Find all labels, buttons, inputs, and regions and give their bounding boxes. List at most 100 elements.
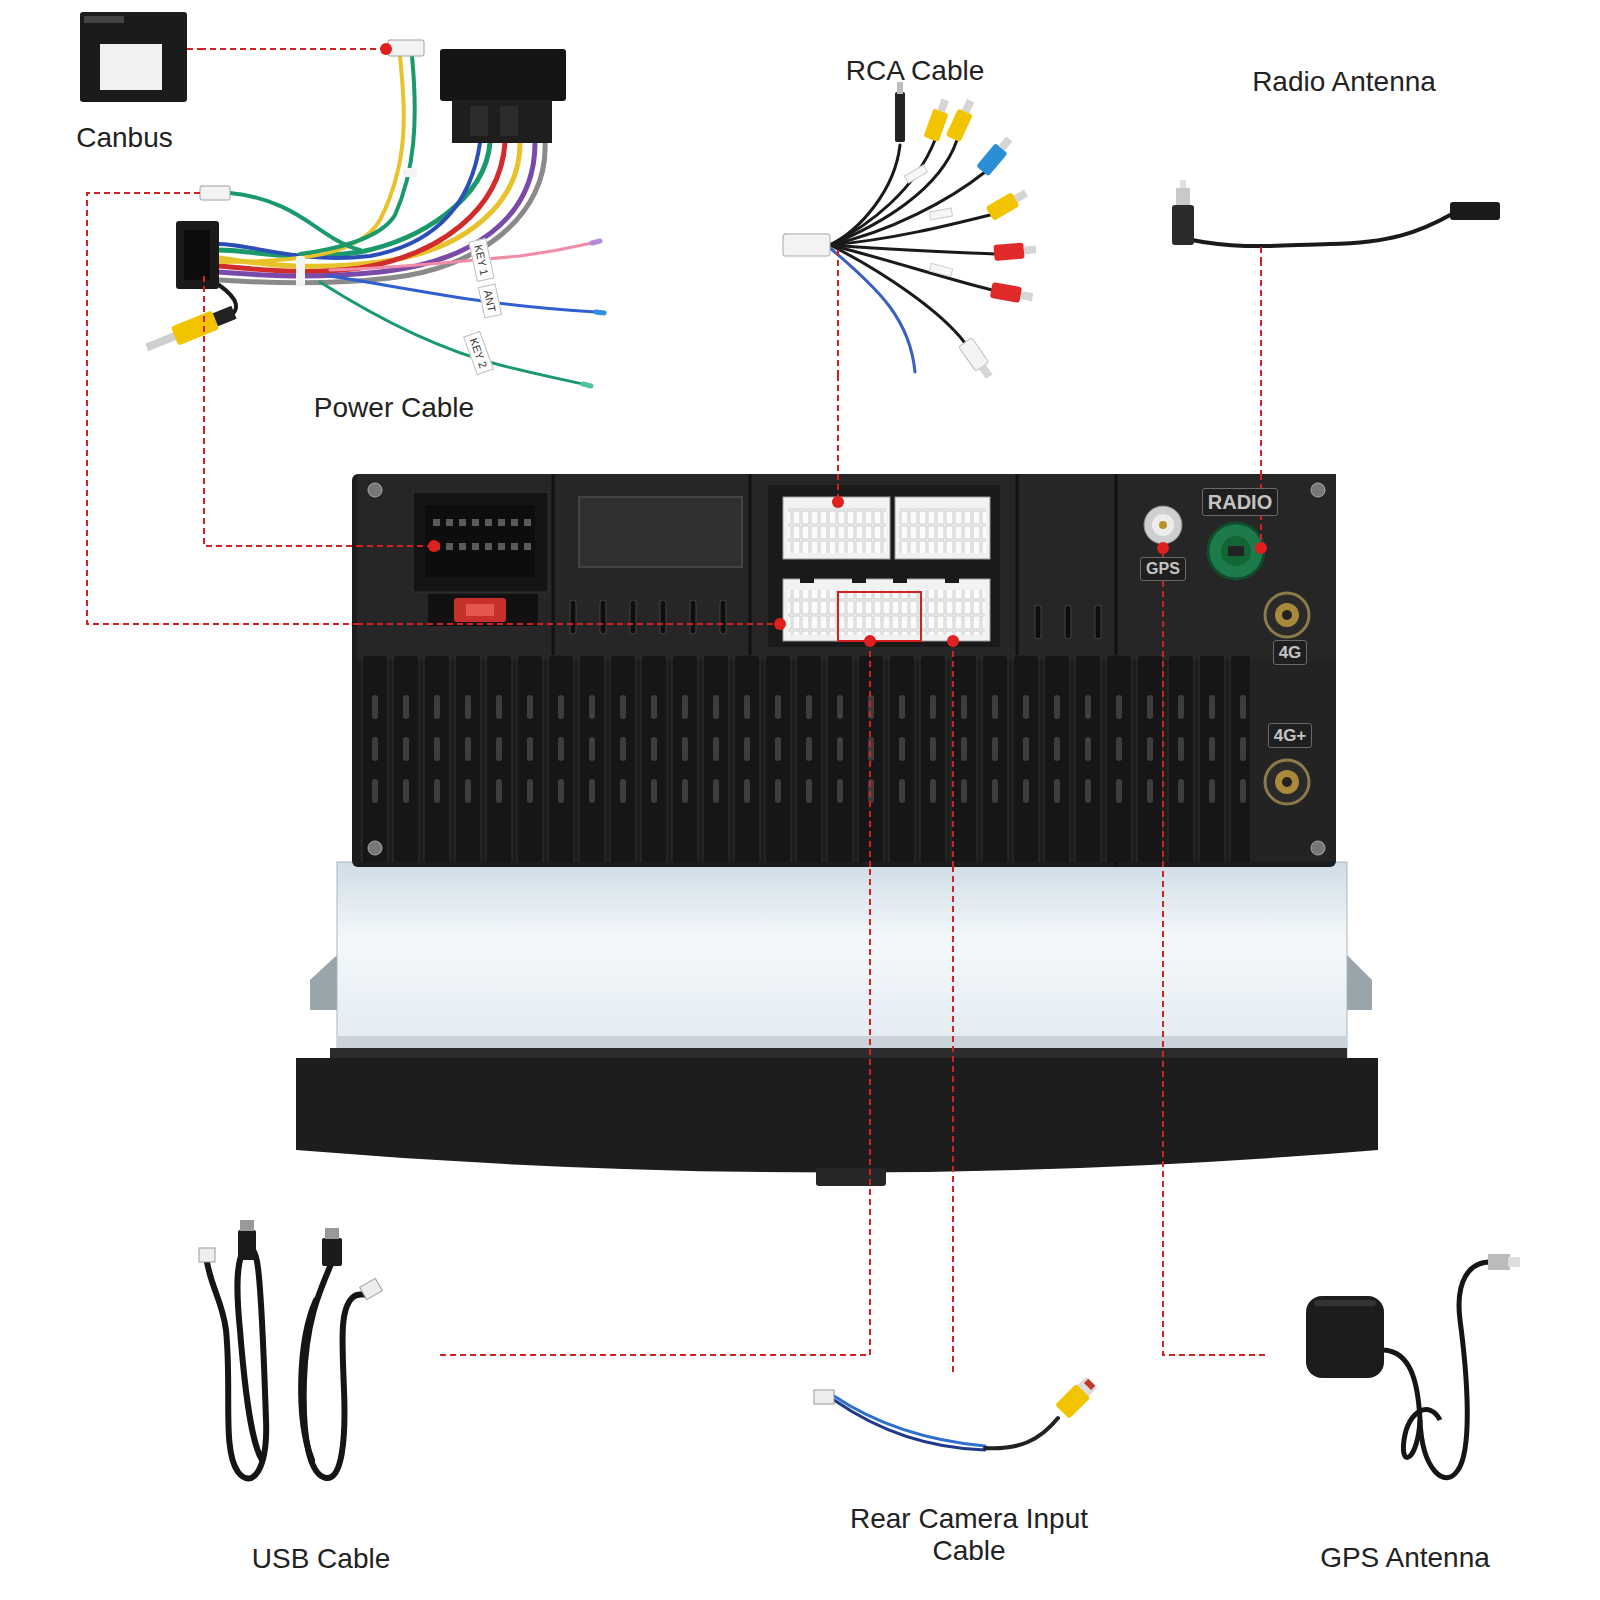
usb-cable-pair	[322, 1238, 342, 1266]
leader-line	[204, 428, 357, 546]
power-cable-harness	[184, 230, 210, 280]
leader-line	[1260, 260, 1262, 474]
rca-cable-harness	[976, 134, 1015, 176]
port-label: GPS	[1140, 557, 1186, 581]
radio-antenna-cable	[1172, 205, 1194, 245]
power-cable-harness	[296, 256, 305, 286]
power-cable-harness	[219, 143, 520, 266]
power-cable-part: Power Cable	[200, 30, 612, 428]
leader-line-extension	[1162, 548, 1164, 867]
power-cable-harness	[219, 143, 480, 258]
canbus-part: Canbus	[62, 8, 187, 158]
gps-antenna	[1306, 1254, 1520, 1478]
usb-cable-pair	[301, 1300, 316, 1460]
head-unit	[660, 600, 666, 634]
usb-cable-pair	[360, 1278, 383, 1299]
rca-cable-harness	[990, 282, 1034, 305]
head-unit	[357, 474, 1336, 660]
head-unit	[296, 1058, 1378, 1173]
leader-line-extension	[200, 48, 386, 50]
canbus-module	[100, 44, 162, 90]
head-unit-panel: RADIOGPS4G4G+	[357, 474, 1336, 867]
text-slot: GPS	[1123, 557, 1203, 581]
leader-line-extension	[357, 623, 780, 625]
power-cable-harness	[330, 243, 592, 270]
text-slot: RCA Cable	[795, 55, 1035, 87]
head-unit	[1159, 521, 1167, 529]
head-unit	[1347, 955, 1372, 1010]
radio-antenna-cable	[1172, 180, 1500, 246]
text-slot: Radio Antenna	[1214, 66, 1474, 98]
usb-cable-pair	[199, 1220, 382, 1479]
power-cable-harness	[219, 143, 535, 276]
usb-cable-pair	[207, 1247, 266, 1479]
head-unit	[768, 485, 1000, 647]
canbus-module	[80, 12, 187, 102]
power-cable-harness	[452, 100, 552, 143]
power-cable-harness	[500, 106, 518, 136]
tag-slot: ANT	[450, 290, 530, 310]
head-unit	[1265, 593, 1309, 637]
wire-tag: KEY 2	[463, 331, 494, 376]
head-unit	[1282, 777, 1292, 787]
power-cable-harness	[143, 303, 238, 357]
power-cable-harness	[171, 310, 219, 345]
head-unit	[852, 575, 866, 583]
head-unit	[296, 474, 1378, 1186]
usb-cable-pair	[240, 1220, 254, 1231]
port-label: 4G+	[1268, 723, 1313, 748]
head-unit	[454, 598, 506, 622]
head-unit	[310, 955, 337, 1010]
head-unit	[945, 575, 959, 583]
rca-cable-part: RCA Cable	[770, 50, 1040, 375]
part-caption: GPS Antenna	[1320, 1542, 1490, 1574]
head-unit	[720, 600, 726, 634]
wire-tag: ANT	[478, 283, 502, 318]
connection-dot	[1255, 542, 1267, 554]
part-caption: RCA Cable	[846, 55, 985, 87]
head-unit	[788, 508, 886, 553]
head-unit	[368, 841, 382, 855]
leader-line	[952, 867, 954, 1372]
leader-line	[837, 375, 839, 474]
head-unit	[816, 1168, 886, 1186]
usb-cable-pair	[238, 1230, 256, 1260]
rca-cable-harness	[830, 140, 957, 245]
camera-cable-part: Rear Camera Input Cable	[810, 1372, 1130, 1588]
rca-cable-harness	[904, 165, 927, 183]
power-cable-harness	[388, 40, 424, 56]
head-unit	[1228, 546, 1244, 556]
head-unit	[783, 497, 890, 559]
head-unit	[413, 492, 548, 592]
rear-camera-cable	[834, 1400, 985, 1450]
rca-cable-harness	[897, 82, 903, 94]
rca-cable-harness	[937, 98, 949, 112]
head-unit	[899, 508, 986, 553]
connection-dot	[1157, 542, 1169, 554]
power-cable-harness	[143, 40, 604, 386]
head-unit	[800, 575, 814, 583]
rca-cable-harness	[993, 241, 1036, 261]
leader-line-extension	[1260, 247, 1262, 260]
power-cable-harness	[230, 193, 360, 250]
rca-cable-harness	[946, 97, 978, 142]
text-slot: GPS Antenna	[1278, 1542, 1532, 1574]
rca-cable-harness	[946, 108, 973, 142]
rear-camera-cable	[1078, 1377, 1098, 1397]
power-cable-harness	[440, 49, 566, 101]
connection-dot	[428, 540, 440, 552]
head-unit	[352, 474, 1336, 867]
leader-line-extension	[1260, 474, 1262, 548]
usb-cable-part: USB Cable	[190, 1240, 440, 1585]
head-unit	[1265, 760, 1309, 804]
rca-cable-harness	[993, 242, 1024, 261]
head-unit	[1208, 523, 1264, 579]
port-label: RADIO	[1202, 488, 1278, 516]
rca-cable-harness	[979, 364, 992, 378]
leader-line-extension	[203, 276, 205, 428]
part-caption: Radio Antenna	[1252, 66, 1436, 98]
head-unit	[1152, 514, 1174, 536]
text-slot: USB Cable	[211, 1543, 431, 1575]
